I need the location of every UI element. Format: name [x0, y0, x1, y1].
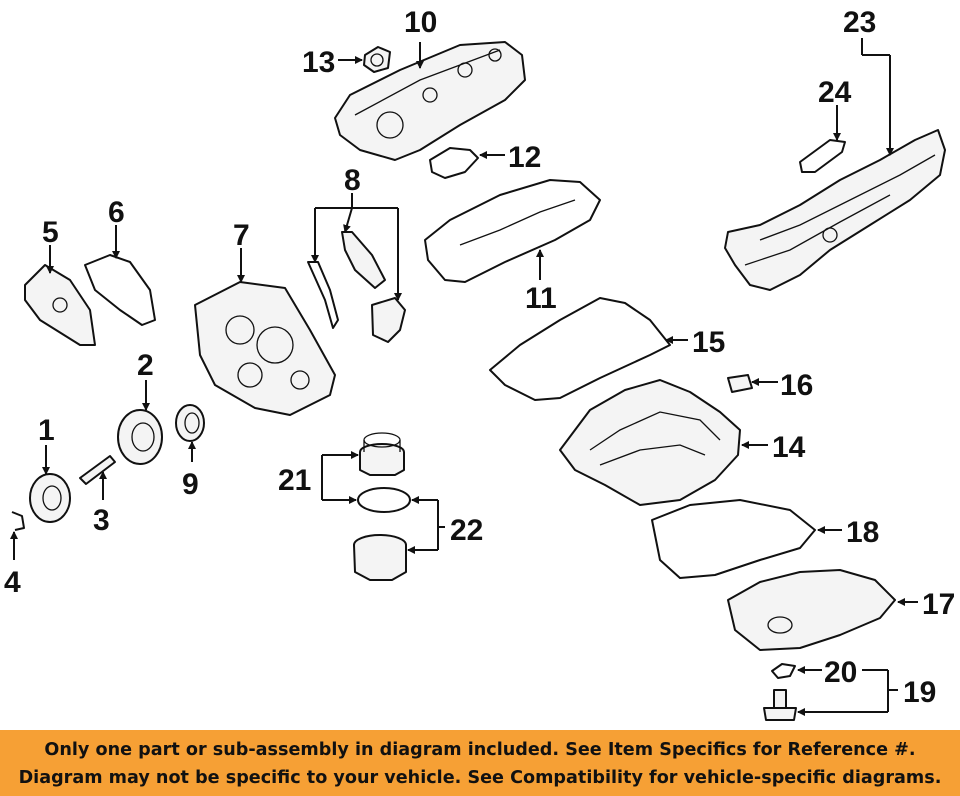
callout-4: 4 [4, 566, 21, 599]
callout-21: 21 [278, 464, 311, 497]
callout-9: 9 [182, 468, 199, 501]
callout-3: 3 [93, 504, 110, 537]
callout-23: 23 [843, 6, 876, 39]
callout-22: 22 [450, 514, 483, 547]
timing-tensioner-part [341, 231, 386, 289]
lower-oil-pan-part [727, 569, 896, 651]
callout-14: 14 [772, 431, 806, 464]
callout-11: 11 [525, 282, 557, 315]
oil-cap-part [363, 46, 391, 73]
upper-oil-pan-part [559, 379, 741, 506]
oil-sensor-part [727, 374, 753, 393]
front-seal-part [175, 404, 205, 442]
callout-17: 17 [922, 588, 955, 621]
callout-7: 7 [233, 219, 250, 252]
callout-2: 2 [137, 349, 154, 382]
timing-cover-gasket-part [84, 254, 156, 326]
manifold-gasket-part [799, 139, 846, 173]
valve-cover-part [334, 41, 526, 161]
callout-6: 6 [108, 196, 125, 229]
notice-line-2: Diagram may not be specific to your vehi… [18, 768, 942, 788]
valve-cover-gasket-part [424, 179, 601, 283]
lower-pan-gasket-part [651, 499, 816, 579]
drain-plug-part [763, 689, 797, 721]
callout-12: 12 [508, 141, 541, 174]
callout-20: 20 [824, 656, 857, 689]
callout-18: 18 [846, 516, 879, 549]
callout-15: 15 [692, 326, 725, 359]
oil-filter-part [359, 432, 405, 476]
notice-line-1: Only one part or sub-assembly in diagram… [44, 740, 916, 760]
filter-housing-part [353, 534, 407, 581]
drain-washer-part [771, 663, 796, 679]
callout-8: 8 [344, 164, 361, 197]
callout-10: 10 [404, 6, 437, 39]
callout-19: 19 [903, 676, 936, 709]
oil-pan-gasket-part [489, 297, 671, 401]
crank-sprocket-part [29, 473, 71, 523]
callout-1: 1 [38, 414, 55, 447]
leader-lines [10, 38, 918, 716]
compatibility-notice-banner: Only one part or sub-assembly in diagram… [0, 730, 960, 796]
filter-seal-part [357, 487, 411, 513]
callout-13: 13 [302, 46, 335, 79]
crank-bolt-part [79, 455, 116, 485]
callout-16: 16 [780, 369, 813, 402]
timing-guide-part [307, 261, 339, 329]
cap-gasket-part [429, 147, 479, 179]
front-cover-part [194, 281, 336, 416]
callout-5: 5 [42, 216, 59, 249]
crank-key-part [11, 511, 25, 531]
callout-labels: 10 13 12 8 11 5 6 7 23 24 15 16 2 9 1 3 … [4, 6, 955, 709]
timing-cover-part [24, 264, 96, 346]
bracket-part [371, 297, 406, 343]
engine-parts-diagram: 10 13 12 8 11 5 6 7 23 24 15 16 2 9 1 3 … [4, 6, 955, 721]
crank-pulley-part [117, 409, 163, 465]
intake-manifold-part [724, 129, 946, 291]
callout-24: 24 [818, 76, 852, 109]
